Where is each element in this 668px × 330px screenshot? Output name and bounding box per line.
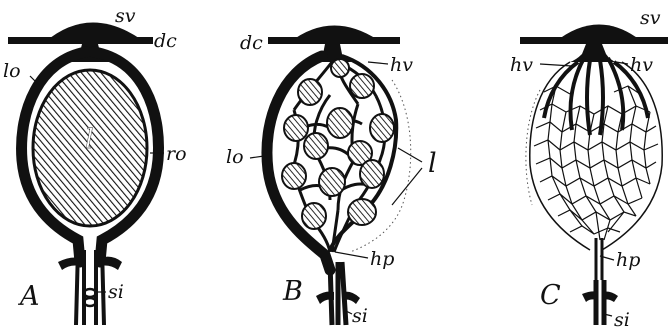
lobule — [298, 79, 322, 105]
label-l-b: l — [428, 148, 437, 179]
ductus-cuvieri-b — [268, 37, 400, 44]
leader-l-b-2 — [392, 168, 422, 205]
label-sv-c: sv — [640, 7, 661, 29]
lobule — [327, 108, 353, 138]
ductus-cuvieri-c — [520, 37, 668, 44]
capillary-network-c — [534, 86, 658, 240]
ductus-cuvieri-a — [8, 37, 153, 44]
label-dc-a: dc — [154, 30, 177, 52]
label-ro-a: ro — [166, 143, 187, 165]
subintestinal-vein-c — [596, 280, 604, 325]
panel-b: dc hv lo l hp si B — [226, 25, 437, 327]
lobule — [284, 115, 308, 141]
dotted-outline-c — [526, 90, 540, 205]
panel-c: sv hv hv hp si C — [510, 7, 668, 330]
label-hv-right-c: hv — [630, 54, 653, 76]
label-lo-a: lo — [3, 60, 21, 82]
label-si-c: si — [614, 309, 630, 330]
lobule — [360, 160, 384, 188]
lobule — [304, 133, 328, 159]
lobule — [319, 168, 345, 196]
hepatic-portal-c — [596, 238, 602, 280]
label-si-b: si — [352, 305, 368, 327]
leader-hv-b — [368, 62, 388, 64]
label-hp-c: hp — [616, 249, 640, 271]
label-hv-b: hv — [390, 54, 413, 76]
label-hp-b: hp — [370, 248, 394, 270]
lobule — [350, 74, 374, 98]
label-lo-b: lo — [226, 146, 244, 168]
panel-letter-a: A — [17, 281, 40, 312]
leader-hp-b — [335, 252, 368, 258]
label-hv-left-c: hv — [510, 54, 533, 76]
lobule — [370, 114, 394, 142]
lobule — [282, 163, 306, 189]
label-sv-a: sv — [115, 5, 136, 27]
panel-letter-c: C — [540, 280, 561, 311]
panel-letter-b: B — [282, 276, 303, 307]
lobule — [331, 59, 349, 77]
panel-a: sv dc lo l ro si A — [3, 5, 187, 325]
lobule — [348, 199, 376, 225]
leader-l-b-1 — [398, 148, 422, 162]
lobule — [302, 203, 326, 229]
label-si-a: si — [108, 281, 124, 303]
label-l-a: l — [85, 124, 94, 155]
label-dc-b: dc — [240, 32, 263, 54]
